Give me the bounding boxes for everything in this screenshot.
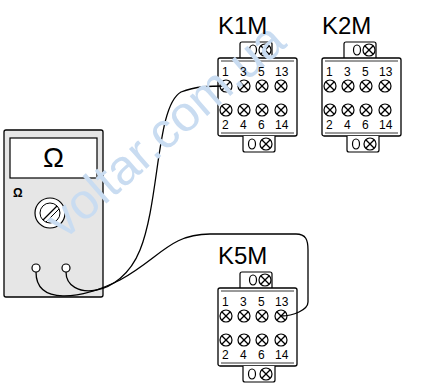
terminal-number: 2 — [326, 119, 333, 131]
contactor: K2M — [322, 12, 402, 152]
contactor: K5M — [218, 242, 298, 382]
terminal-number: 3 — [344, 66, 351, 78]
device-tag: K5M — [218, 242, 267, 270]
terminal-number: 14 — [275, 349, 288, 361]
terminal-number: 4 — [240, 119, 247, 131]
range-mark: Ω — [13, 186, 23, 200]
terminal-number: 5 — [258, 296, 265, 308]
device-tag: K2M — [322, 12, 371, 40]
terminal-number: 5 — [258, 66, 265, 78]
meter-display: Ω — [10, 138, 97, 178]
terminal-number: 1 — [222, 296, 229, 308]
contactor: K1M — [218, 12, 298, 152]
terminal-number: 14 — [379, 119, 392, 131]
contactor-k2m — [322, 42, 401, 152]
contactor-k5m — [218, 272, 297, 382]
terminal-number: 4 — [240, 349, 247, 361]
terminal-number: 4 — [344, 119, 351, 131]
terminal-number: 3 — [240, 296, 247, 308]
terminal-number: 2 — [222, 349, 229, 361]
terminal-number: 1 — [326, 66, 333, 78]
device-tag: K1M — [218, 12, 267, 40]
terminal-number: 14 — [275, 119, 288, 131]
terminal-number: 6 — [258, 119, 265, 131]
terminal-number: 3 — [240, 66, 247, 78]
terminal-number: 1 — [222, 66, 229, 78]
test-lead — [36, 234, 308, 316]
terminal-number: 6 — [258, 349, 265, 361]
terminal-number: 5 — [362, 66, 369, 78]
terminal-number: 13 — [379, 66, 392, 78]
terminal-number: 13 — [275, 296, 288, 308]
terminal-number: 6 — [362, 119, 369, 131]
ohmmeter: ΩΩ — [4, 130, 103, 297]
terminal-number: 2 — [222, 119, 229, 131]
terminal-number: 13 — [275, 66, 288, 78]
